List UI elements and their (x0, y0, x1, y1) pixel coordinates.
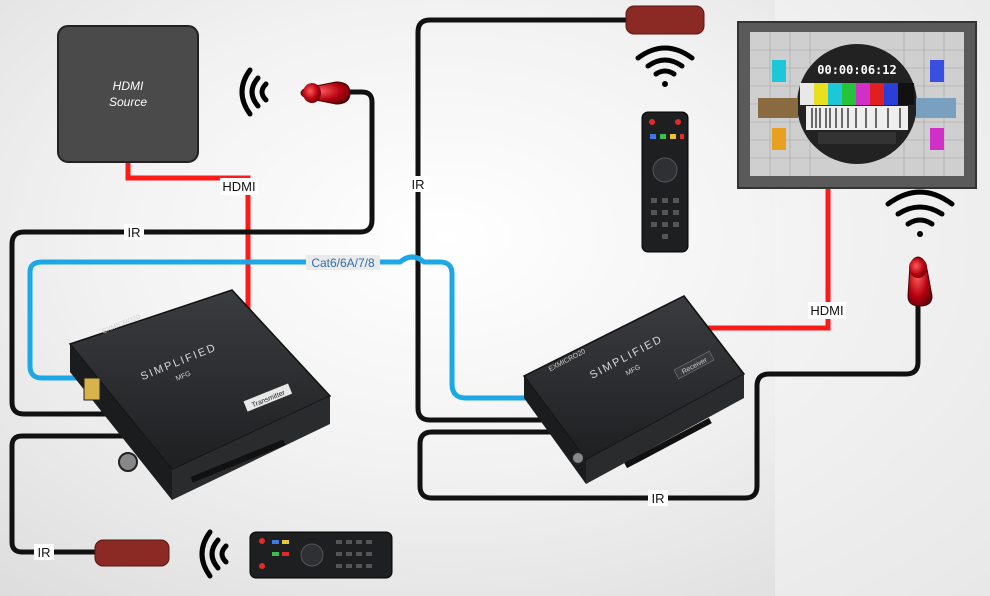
hdmi-source-label-line2: Source (109, 95, 147, 109)
hdmi-source-label-line1: HDMI (113, 79, 144, 93)
wireless-signal-icon (199, 529, 229, 579)
ir-cable-transmitter-output (9, 433, 128, 555)
ir-cable-receiver-input (417, 302, 921, 501)
ir-label-transmitter-bottom-text: IR (38, 545, 51, 560)
hdmi-source-box: HDMI Source (57, 25, 199, 163)
transmitter-device: SIMPLIFIED MFG EXMICRO20 Transmitter (68, 289, 332, 500)
cat-cable-label: Cat6/6A/7/8 (306, 255, 380, 270)
ir-receiver-eye-icon (907, 256, 933, 307)
remote-control-icon (249, 531, 393, 579)
hdmi-cable-tv (706, 176, 831, 331)
hdmi-label-tv: HDMI (808, 302, 846, 319)
hdmi-label-source: HDMI (220, 178, 258, 195)
ir-emitter-receiver (625, 5, 705, 35)
receiver-device: SIMPLIFIED MFG EXMICRO20 Receiver (522, 295, 746, 484)
tv-display: 00:00:06:12 (737, 21, 977, 189)
ir-label-transmitter-bottom: IR (34, 544, 54, 560)
wireless-signal-icon (885, 189, 955, 237)
ir-label-transmitter-top: IR (124, 224, 144, 240)
wireless-signal-icon (635, 45, 695, 87)
ir-receiver-eye-icon (300, 81, 351, 105)
remote-control-icon (641, 111, 689, 253)
ir-cable-receiver-output (415, 17, 628, 423)
ir-label-receiver-bottom-text: IR (652, 491, 665, 506)
ir-label-receiver-left-text: IR (412, 177, 425, 192)
ir-label-receiver-left: IR (408, 176, 428, 192)
hdmi-label-tv-text: HDMI (810, 303, 843, 318)
cat-cable-label-text: Cat6/6A/7/8 (311, 256, 375, 270)
ir-cable-transmitter-input (9, 89, 375, 417)
wireless-signal-icon (239, 67, 269, 117)
hdmi-label-source-text: HDMI (222, 179, 255, 194)
ir-label-transmitter-top-text: IR (128, 225, 141, 240)
tv-timecode: 00:00:06:12 (817, 63, 896, 77)
hdmi-cable-source (125, 160, 251, 312)
ir-emitter-transmitter (94, 539, 170, 567)
cat-cable (27, 254, 556, 401)
ir-label-receiver-bottom: IR (648, 490, 668, 506)
